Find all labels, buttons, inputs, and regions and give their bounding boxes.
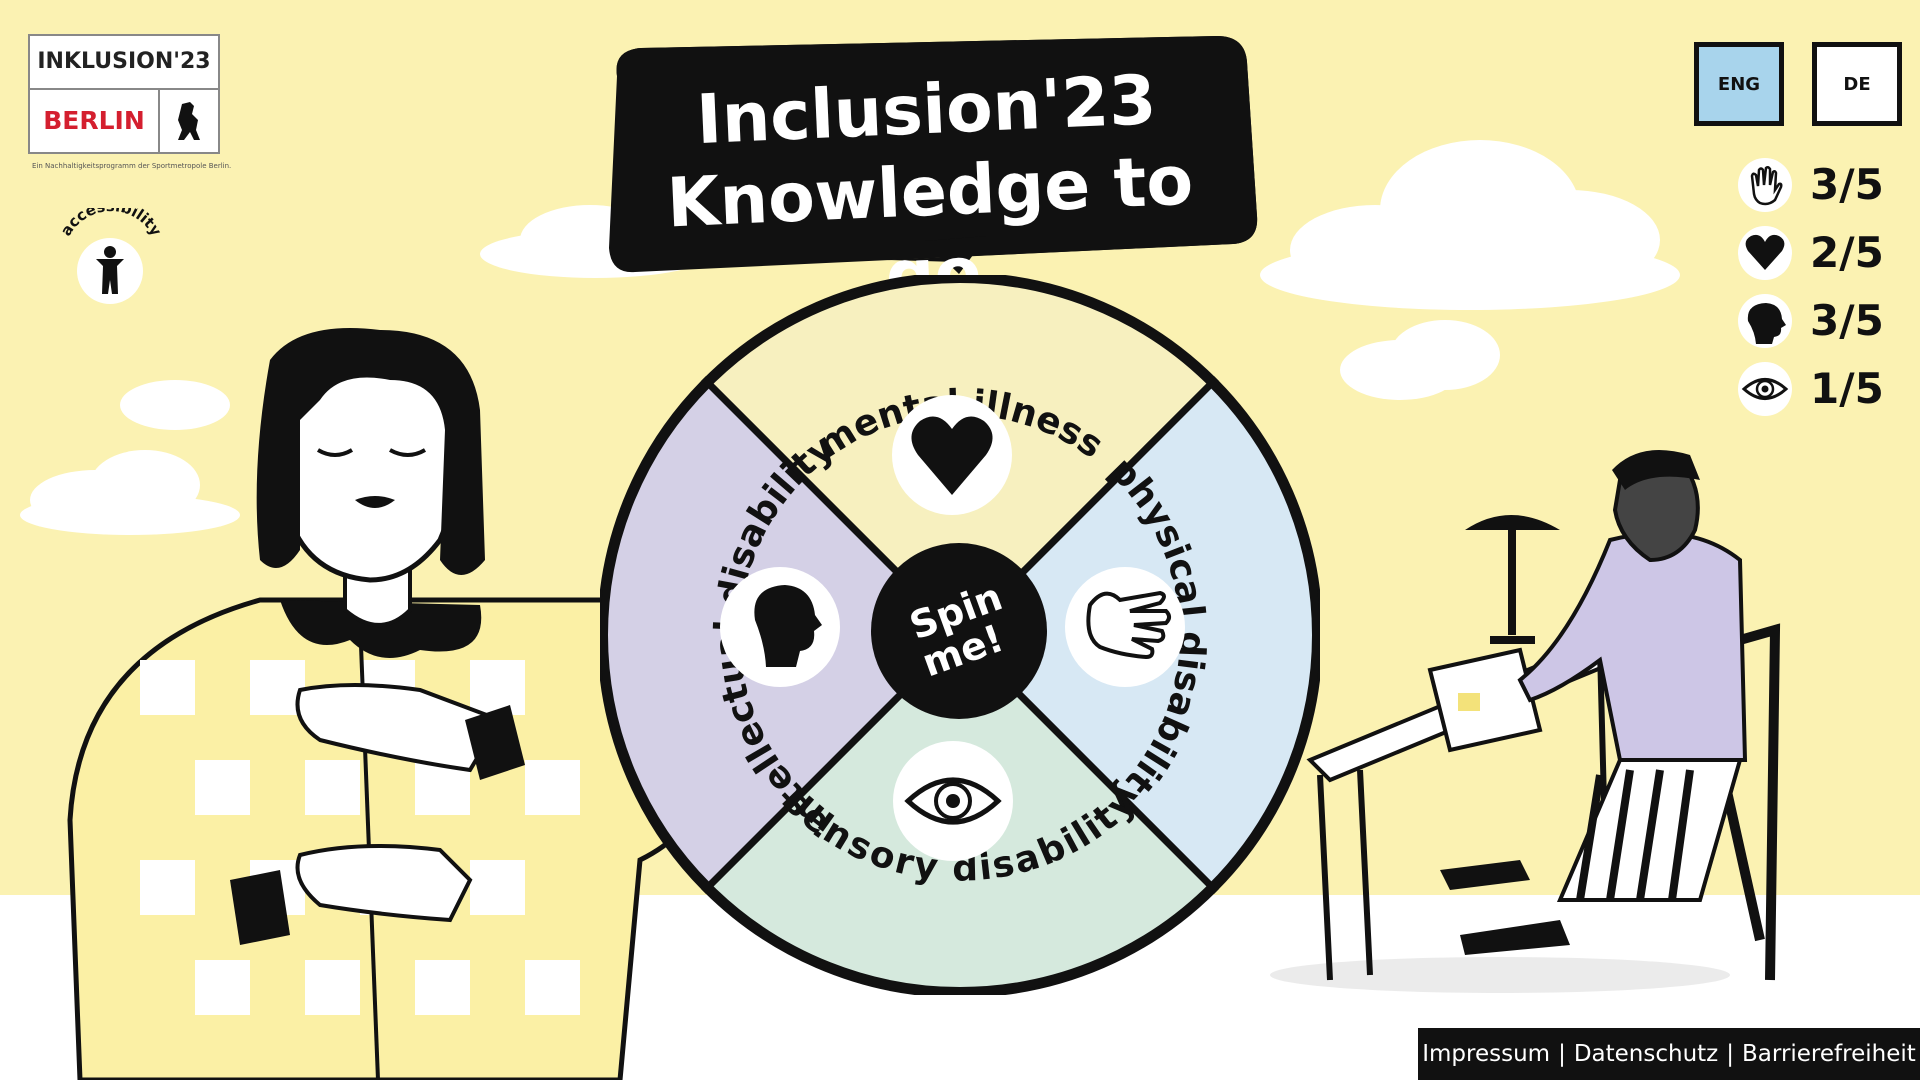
eye-icon <box>893 741 1013 861</box>
hand-icon <box>1065 567 1185 687</box>
score-sensory-value: 1/5 <box>1810 364 1884 413</box>
footer-separator: | <box>1558 1041 1566 1067</box>
accessibility-label: accessibility <box>57 197 165 239</box>
head-icon <box>720 567 840 687</box>
heart-icon <box>892 395 1012 515</box>
heart-icon <box>1738 226 1792 280</box>
score-intellectual: 3/5 <box>1738 292 1898 348</box>
logo-subtitle: Ein Nachhaltigkeitsprogramm der Sportmet… <box>32 162 232 170</box>
logo-title: INKLUSION'23 <box>30 36 218 90</box>
berlin-bear-icon <box>160 90 218 152</box>
footer-links: Impressum | Datenschutz | Barrierefreihe… <box>1418 1028 1920 1080</box>
score-sensory: 1/5 <box>1738 360 1898 416</box>
title-bubble <box>609 36 1258 274</box>
woman-illustration <box>67 328 694 1080</box>
eye-icon <box>1738 362 1792 416</box>
head-icon <box>1738 294 1792 348</box>
language-german-button[interactable]: DE <box>1812 42 1902 126</box>
svg-text:accessibility: accessibility <box>57 208 165 239</box>
score-mental: 2/5 <box>1738 224 1898 280</box>
accessibility-button[interactable]: accessibility <box>52 197 170 312</box>
imprint-link[interactable]: Impressum <box>1422 1041 1551 1067</box>
score-physical: 3/5 <box>1738 156 1898 212</box>
score-intellectual-value: 3/5 <box>1810 296 1884 345</box>
logo-city: BERLIN <box>30 90 160 152</box>
desk-scene-illustration <box>1270 450 1781 993</box>
category-wheel[interactable]: mental illness physical disability senso… <box>600 275 1320 995</box>
privacy-link[interactable]: Datenschutz <box>1573 1041 1719 1067</box>
language-english-button[interactable]: ENG <box>1694 42 1784 126</box>
score-physical-value: 3/5 <box>1810 160 1884 209</box>
spin-button[interactable]: Spin me! <box>871 543 1047 719</box>
inklusion-berlin-logo: INKLUSION'23 BERLIN <box>28 34 220 154</box>
accessibility-link[interactable]: Barrierefreiheit <box>1742 1041 1916 1067</box>
accessibility-person-icon <box>96 246 124 294</box>
hand-icon <box>1738 158 1792 212</box>
footer-separator: | <box>1726 1041 1735 1067</box>
score-mental-value: 2/5 <box>1810 228 1884 277</box>
